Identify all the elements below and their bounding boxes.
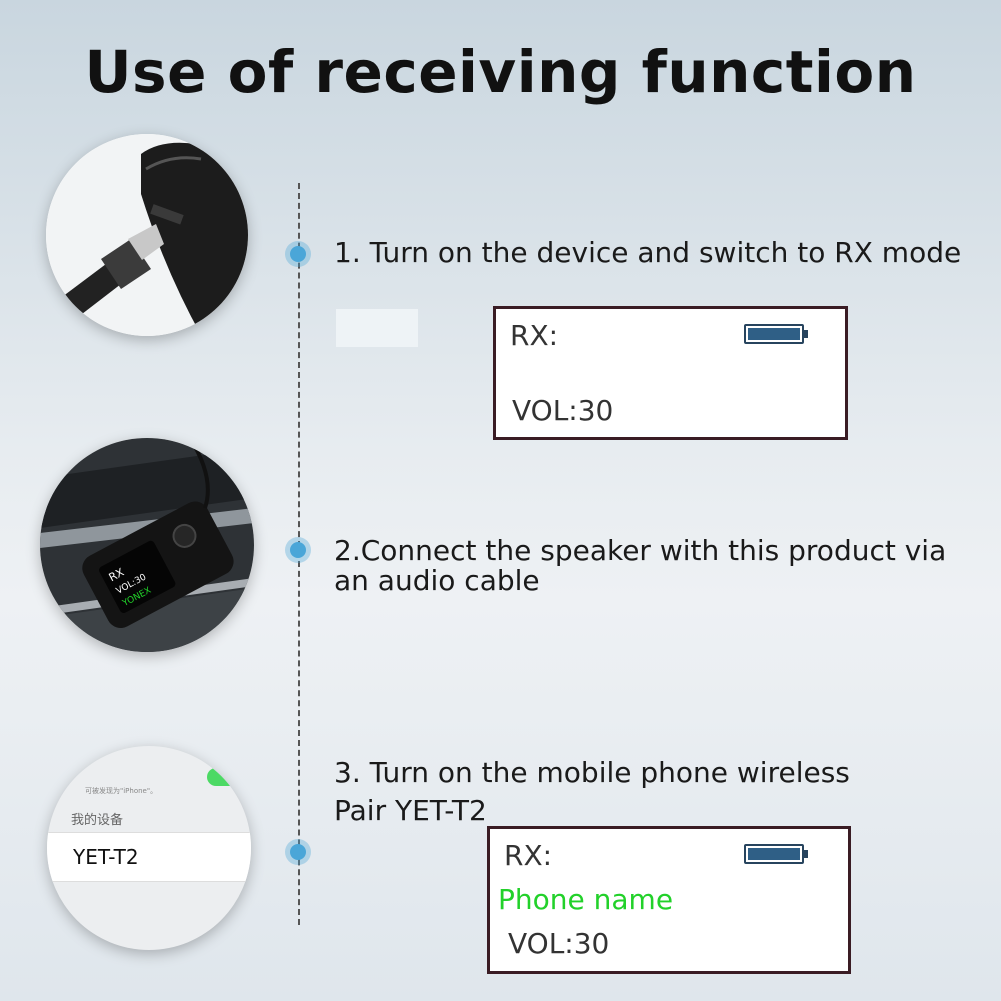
bluetooth-settings-photo: 可被发现为"iPhone"。 我的设备 YET-T2 (47, 746, 251, 950)
device-mode-label: RX (107, 565, 127, 584)
screen-2-volume: VOL:30 (508, 927, 610, 960)
page-title: Use of receiving function (84, 38, 917, 106)
screen-2-phone-name: Phone name (498, 883, 674, 916)
display-screen-1: RX: VOL:30 (493, 306, 848, 440)
blank-label-area (336, 309, 418, 347)
step-2-dot (290, 542, 306, 558)
screen-1-mode: RX: (510, 319, 559, 352)
device-list-row[interactable]: YET-T2 (47, 832, 251, 882)
screen-1-volume: VOL:30 (512, 394, 614, 427)
step-2-text: 2.Connect the speaker with this product … (334, 534, 947, 597)
step-1-text: 1. Turn on the device and switch to RX m… (334, 236, 962, 269)
bluetooth-toggle-icon (207, 768, 241, 786)
my-devices-title: 我的设备 (71, 813, 124, 828)
step-1-dot (290, 246, 306, 262)
screen-2-mode: RX: (504, 839, 553, 872)
battery-icon (744, 844, 808, 864)
battery-icon (744, 324, 808, 344)
step-3-text: 3. Turn on the mobile phone wireless Pai… (334, 756, 850, 827)
usb-cable-photo (46, 134, 248, 336)
step-3-dot (290, 844, 306, 860)
display-screen-2: RX: Phone name VOL:30 (487, 826, 851, 974)
device-in-car-photo: RX VOL:30 YONEX (40, 438, 254, 652)
bluetooth-hint: 可被发现为"iPhone"。 (85, 787, 158, 795)
device-name: YET-T2 (73, 845, 139, 869)
